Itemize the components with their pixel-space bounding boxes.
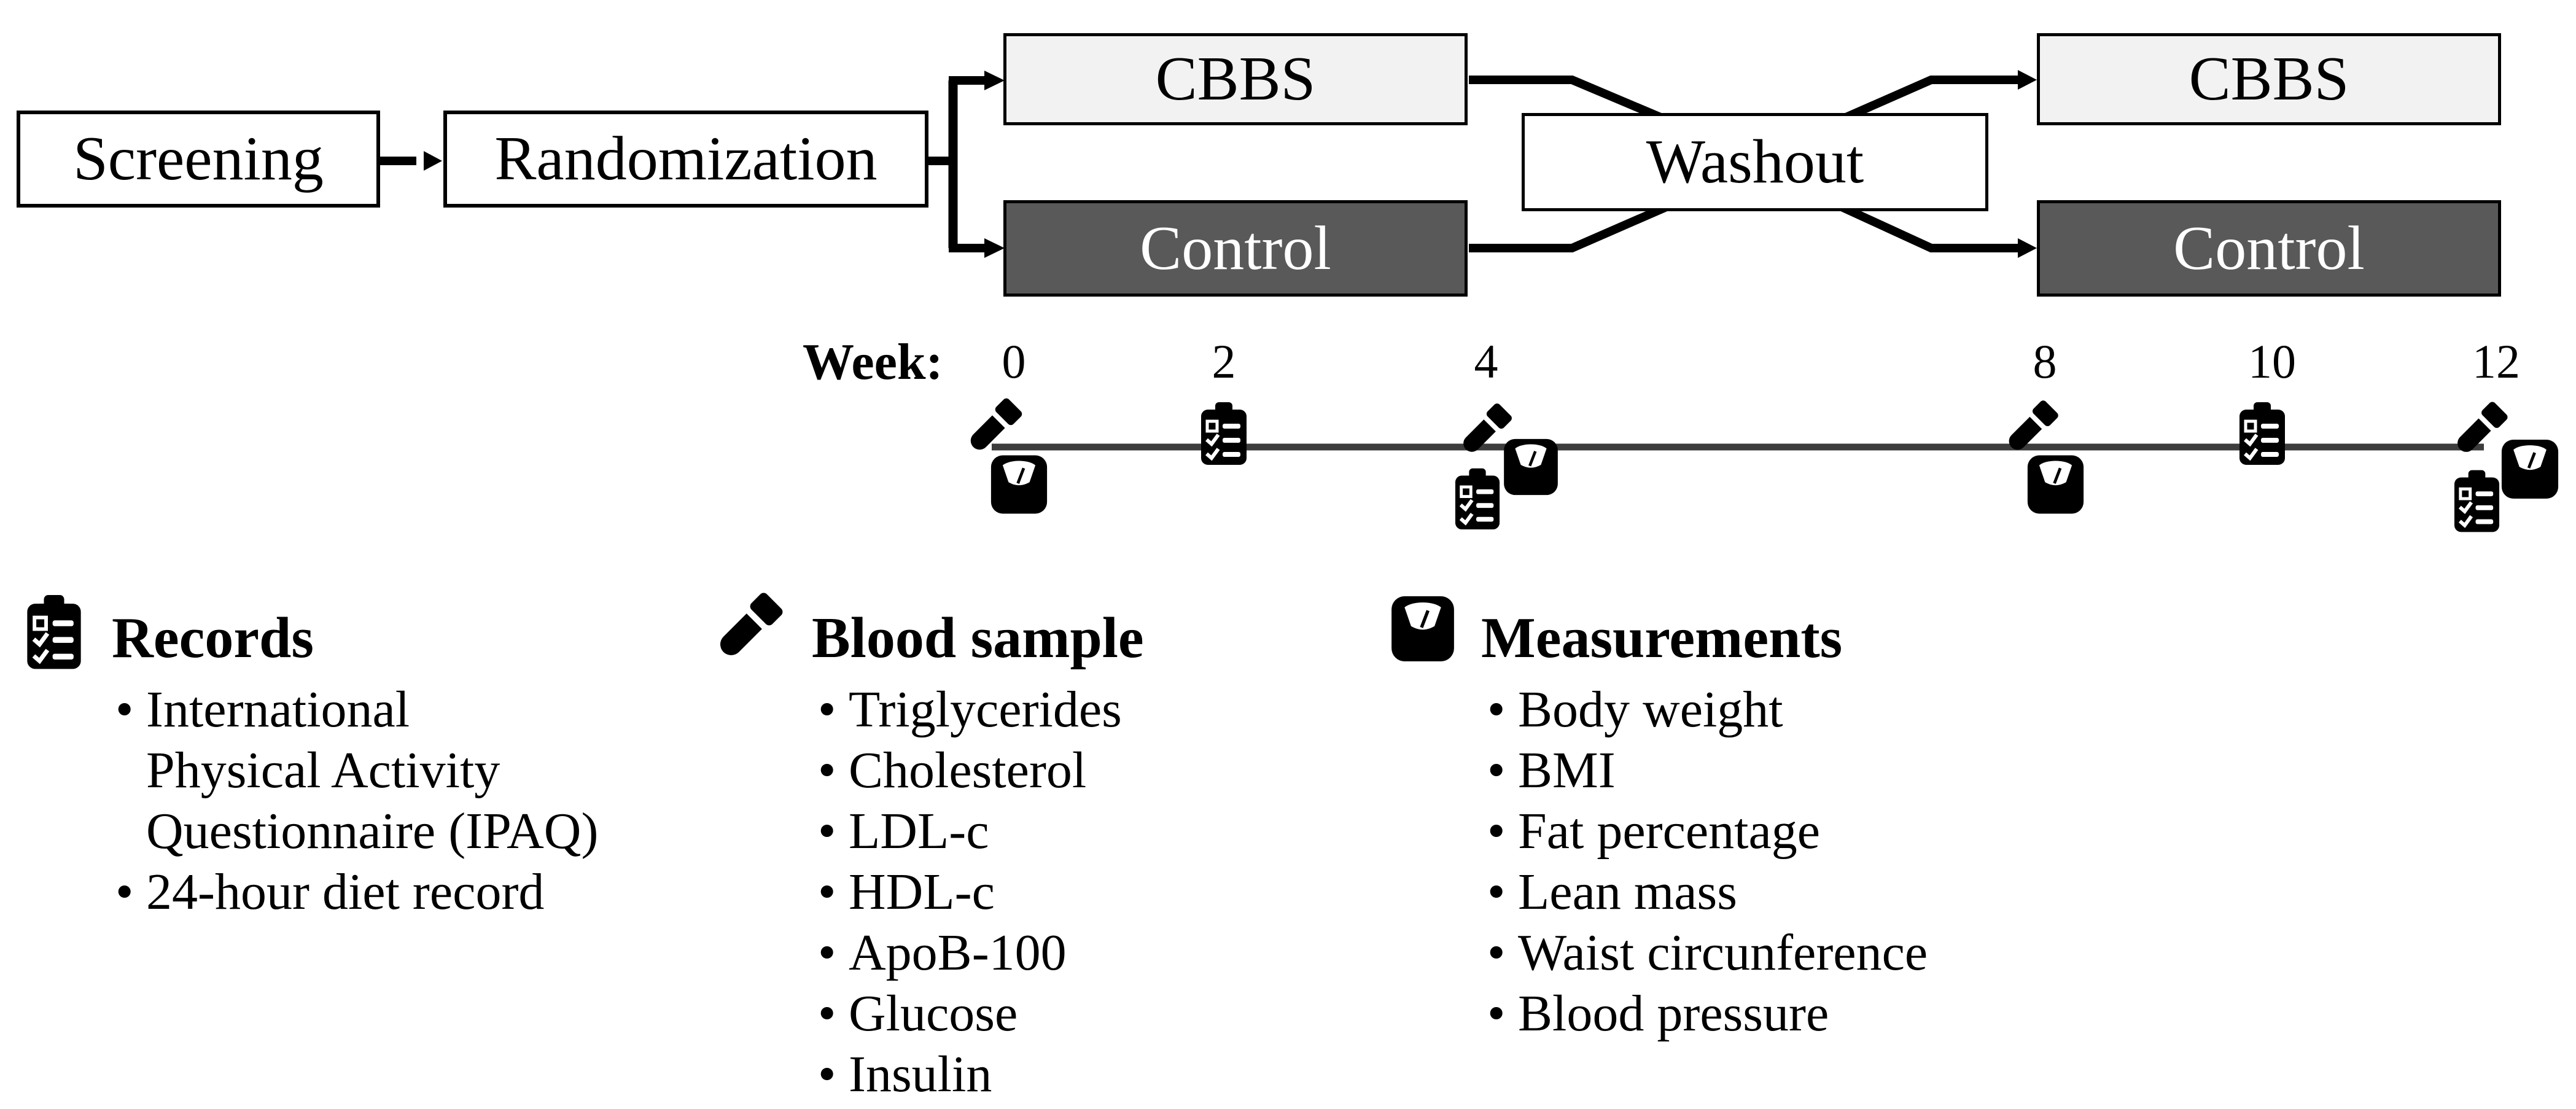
measurements-icon [2500, 438, 2559, 500]
cbbs-period1-label: CBBS [1155, 44, 1316, 114]
bullet: • [1487, 742, 1506, 799]
randomization-label: Randomization [494, 124, 877, 193]
bullet: • [1487, 863, 1506, 920]
arrowhead [2018, 238, 2037, 258]
bullet: • [818, 863, 836, 920]
week-axis-label: Week: [803, 333, 943, 391]
measurements-icon [2026, 453, 2085, 516]
list-item: •Lean mass [1487, 862, 1928, 922]
records-icon [2238, 401, 2286, 465]
blood-sample-legend-list: •Triglycerides •Cholesterol •LDL-c •HDL-… [818, 679, 1122, 1105]
bullet: • [1487, 681, 1506, 738]
list-item: •Waist circunference [1487, 922, 1928, 983]
randomization-box: Randomization [443, 111, 928, 208]
bullet: • [818, 924, 836, 981]
screening-box: Screening [17, 111, 380, 208]
week-tick-12: 12 [2472, 335, 2520, 388]
control-period1-box: Control [1003, 200, 1468, 297]
list-item: • 24-hour diet record [115, 862, 598, 922]
list-item: •Fat percentage [1487, 801, 1928, 862]
arrowhead [2018, 70, 2037, 90]
list-item: •ApoB-100 [818, 922, 1122, 983]
measurements-icon [1503, 438, 1559, 496]
bullet: • [115, 863, 134, 920]
bullet: • [818, 742, 836, 799]
records-icon [2453, 469, 2500, 532]
bullet: • [818, 681, 836, 738]
blood-sample-icon [699, 583, 792, 677]
bullet: • [115, 681, 134, 738]
week-tick-2: 2 [1212, 335, 1236, 388]
washout-label: Washout [1646, 127, 1864, 197]
measurements-icon [1390, 593, 1455, 664]
control-period1-label: Control [1140, 213, 1331, 283]
bullet: • [818, 803, 836, 860]
bullet: • [818, 1046, 836, 1103]
arrowhead [984, 238, 1005, 258]
week-tick-10: 10 [2248, 335, 2296, 388]
measurements-legend-list: •Body weight •BMI •Fat percentage •Lean … [1487, 679, 1928, 1044]
bullet: • [818, 985, 836, 1042]
list-item: •Glucose [818, 983, 1122, 1044]
blood-sample-legend-title: Blood sample [812, 606, 1144, 670]
list-item-lines: 24-hour diet record [146, 863, 545, 920]
list-item: •HDL-c [818, 862, 1122, 922]
list-item-lines: International Physical Activity Question… [146, 681, 599, 860]
list-item: •LDL-c [818, 801, 1122, 862]
washout-box: Washout [1522, 113, 1988, 211]
list-item: • International Physical Activity Questi… [115, 679, 598, 862]
week-tick-4: 4 [1474, 335, 1498, 388]
arrowhead [984, 71, 1005, 90]
bullet: • [1487, 803, 1506, 860]
arrowhead [424, 151, 442, 171]
records-legend-title: Records [112, 606, 314, 670]
control-period2-box: Control [2037, 200, 2501, 297]
records-icon [1454, 467, 1501, 530]
bullet: • [1487, 924, 1506, 981]
cbbs-period2-box: CBBS [2037, 33, 2501, 125]
bullet: • [1487, 985, 1506, 1042]
control-period2-label: Control [2173, 213, 2365, 283]
records-legend-list: • International Physical Activity Questi… [115, 679, 598, 922]
cbbs-period2-label: CBBS [2189, 44, 2349, 114]
list-item: •Body weight [1487, 679, 1928, 740]
measurements-legend-title: Measurements [1481, 606, 1843, 670]
list-item: •Triglycerides [818, 679, 1122, 740]
measurements-icon [990, 453, 1048, 516]
list-item: •Cholesterol [818, 740, 1122, 801]
records-icon [26, 593, 82, 669]
screening-label: Screening [73, 124, 324, 193]
cbbs-period1-box: CBBS [1003, 33, 1468, 125]
list-item: •Blood pressure [1487, 983, 1928, 1044]
week-tick-0: 0 [1002, 335, 1026, 388]
list-item: •Insulin [818, 1044, 1122, 1105]
records-icon [1200, 401, 1248, 465]
list-item: •BMI [1487, 740, 1928, 801]
week-tick-8: 8 [2033, 335, 2057, 388]
